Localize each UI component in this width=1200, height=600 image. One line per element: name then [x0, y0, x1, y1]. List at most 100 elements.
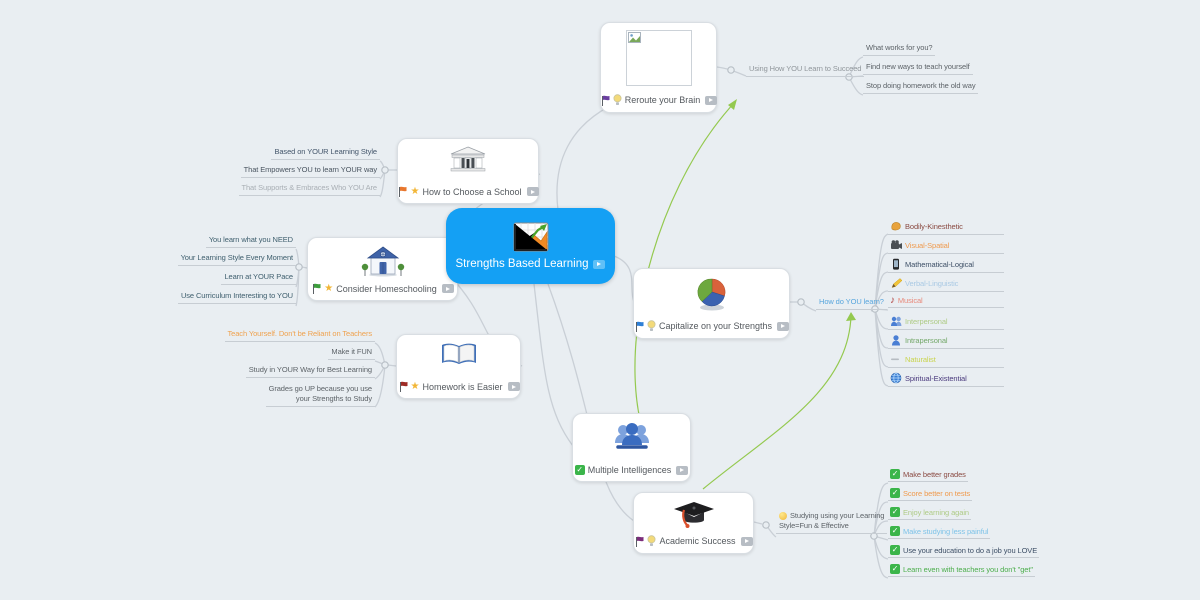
intelligence-item[interactable]: Interpersonal [888, 315, 1004, 330]
benefit-item[interactable]: ✓ Use your education to do a job you LOV… [888, 545, 1040, 558]
benefit-item[interactable]: ✓ Enjoy learning again [888, 507, 971, 520]
topic-label: Homework is Easier [422, 381, 503, 392]
green-checkbox-icon: ✓ [574, 465, 585, 475]
subtopic-text[interactable]: Stop doing homework the old way [863, 81, 979, 94]
intelligence-item[interactable]: ♪ Musical [888, 294, 1004, 308]
green-checkbox-icon: ✓ [890, 488, 900, 498]
subtopic-text[interactable]: Study in YOUR Way for Best Learning [245, 365, 375, 378]
star-icon: ★ [324, 282, 334, 294]
subtopic-line: Grades go UP because you use [268, 384, 372, 393]
intelligence-item[interactable]: Verbal-Linguistic [888, 277, 1004, 292]
subtopic-text[interactable]: Teach Yourself. Don't be Reliant on Teac… [224, 329, 375, 342]
person-icon [892, 335, 900, 346]
subtopic-using-how-you-learn[interactable]: Using How YOU Learn to Succeed [746, 64, 865, 77]
green-checkbox-icon: ✓ [890, 545, 900, 555]
center-topic-label: Strengths Based Learning [455, 258, 589, 270]
blue-flag-icon [635, 321, 644, 332]
topic-label: Academic Success [659, 536, 736, 546]
green-checkbox-icon: ✓ [890, 526, 900, 536]
topic-reroute-your-brain[interactable]: Reroute your Brain [600, 22, 718, 113]
intelligence-item[interactable]: Naturalist [888, 353, 1004, 368]
movie-camera-icon [891, 240, 902, 249]
topic-multiple-intelligences[interactable]: ✓ Multiple Intelligences [572, 413, 691, 482]
purple-flag-icon [636, 536, 644, 547]
benefit-label: Score better on tests [903, 488, 971, 498]
topic-how-to-choose-a-school[interactable]: ★ How to Choose a School [397, 138, 539, 204]
music-note-icon: ♪ [890, 294, 895, 306]
topic-homework-is-easier[interactable]: ★ Homework is Easier [396, 334, 521, 399]
house-icon [361, 246, 404, 277]
subtopic-line: your Strengths to Study [295, 393, 372, 403]
link-icon[interactable] [740, 536, 753, 546]
subtopic-text[interactable]: Learn at YOUR Pace [221, 272, 296, 285]
benefit-label: Make better grades [903, 469, 966, 479]
link-icon[interactable] [676, 465, 689, 475]
topic-academic-success[interactable]: Academic Success [633, 492, 754, 554]
subtopic-text[interactable]: Use Curriculum Interesting to YOU [177, 291, 296, 304]
classical-building-icon [450, 146, 486, 172]
subtopic-text[interactable]: Based on YOUR Learning Style [271, 147, 380, 160]
benefit-item[interactable]: ✓ Score better on tests [888, 488, 973, 501]
intelligence-label: Interpersonal [905, 316, 948, 326]
intelligence-label: Verbal-Linguistic [905, 278, 959, 288]
benefit-label: Use your education to do a job you LOVE [903, 545, 1038, 555]
topic-strengths-based-learning[interactable]: Strengths Based Learning [446, 208, 615, 284]
subtopic-studying-learning-style[interactable]: Studying using your Learning Style=Fun &… [776, 511, 888, 534]
purple-flag-icon [601, 95, 610, 106]
open-book-icon [441, 343, 476, 364]
subtopic-text[interactable]: Your Learning Style Every Moment [177, 253, 296, 266]
subtopic-text[interactable]: Make it FUN [328, 347, 375, 360]
subtopic-how-do-you-learn[interactable]: How do YOU learn? [816, 297, 887, 310]
mobile-phone-icon [893, 258, 899, 270]
globe-icon [890, 372, 902, 384]
orange-flag-icon [399, 186, 407, 197]
topic-capitalize-on-your-strengths[interactable]: Capitalize on your Strengths [633, 268, 790, 339]
subtopic-text[interactable]: Find new ways to teach yourself [863, 62, 973, 75]
link-icon[interactable] [526, 187, 539, 196]
broken-image-icon [627, 32, 641, 43]
muscle-icon [891, 222, 901, 231]
subtopic-text[interactable]: That Empowers YOU to learn YOUR way [240, 165, 380, 178]
intelligence-item[interactable]: Visual-Spatial [888, 239, 1004, 254]
benefit-label: Learn even with teachers you don't "get" [903, 564, 1033, 574]
two-people-icon [891, 316, 902, 326]
subtopic-text[interactable]: Grades go UP because you use your Streng… [265, 384, 375, 407]
intelligence-label: Naturalist [905, 354, 936, 364]
topic-consider-homeschooling[interactable]: ★ Consider Homeschooling [307, 237, 458, 301]
green-flag-icon [313, 283, 321, 294]
subtopic-line: Studying using your Learning [790, 511, 885, 520]
link-icon[interactable] [507, 382, 520, 391]
topic-label: How to Choose a School [422, 186, 522, 197]
subtopic-text[interactable]: What works for you? [863, 43, 936, 56]
intelligence-item[interactable]: Mathematical-Logical [888, 258, 1004, 273]
subtopic-line: Style=Fun & Effective [779, 520, 849, 530]
intelligence-item[interactable]: Bodily-Kinesthetic [888, 220, 1004, 235]
link-icon[interactable] [593, 259, 606, 269]
graduation-cap-icon [673, 502, 714, 528]
link-icon[interactable] [705, 95, 718, 105]
topic-label: Multiple Intelligences [587, 465, 672, 475]
intelligence-item[interactable]: Intrapersonal [888, 334, 1004, 349]
subtopic-text[interactable]: That Supports & Embraces Who YOU Are [238, 183, 380, 196]
pie-chart-icon [697, 278, 725, 311]
green-checkbox-icon: ✓ [890, 469, 900, 479]
intelligence-item[interactable]: Spiritual-Existential [888, 372, 1004, 387]
star-icon: ★ [410, 185, 420, 197]
benefit-item[interactable]: ✓ Learn even with teachers you don't "ge… [888, 564, 1035, 577]
lightbulb-icon [647, 535, 656, 546]
subtopic-text[interactable]: You learn what you NEED [205, 235, 296, 248]
intelligence-label: Intrapersonal [905, 335, 948, 345]
yellow-ball-icon [779, 511, 787, 520]
benefit-item[interactable]: ✓ Make better grades [888, 469, 968, 482]
link-icon[interactable] [777, 321, 790, 331]
intelligence-label: Mathematical-Logical [905, 259, 974, 269]
chart-increasing-icon [513, 222, 548, 252]
benefit-label: Enjoy learning again [903, 507, 969, 517]
group-of-people-icon [614, 423, 649, 449]
benefit-item[interactable]: ✓ Make studying less painful [888, 526, 991, 539]
topic-label: Reroute your Brain [624, 95, 701, 105]
link-icon[interactable] [441, 284, 454, 293]
topic-label: Consider Homeschooling [336, 283, 437, 294]
